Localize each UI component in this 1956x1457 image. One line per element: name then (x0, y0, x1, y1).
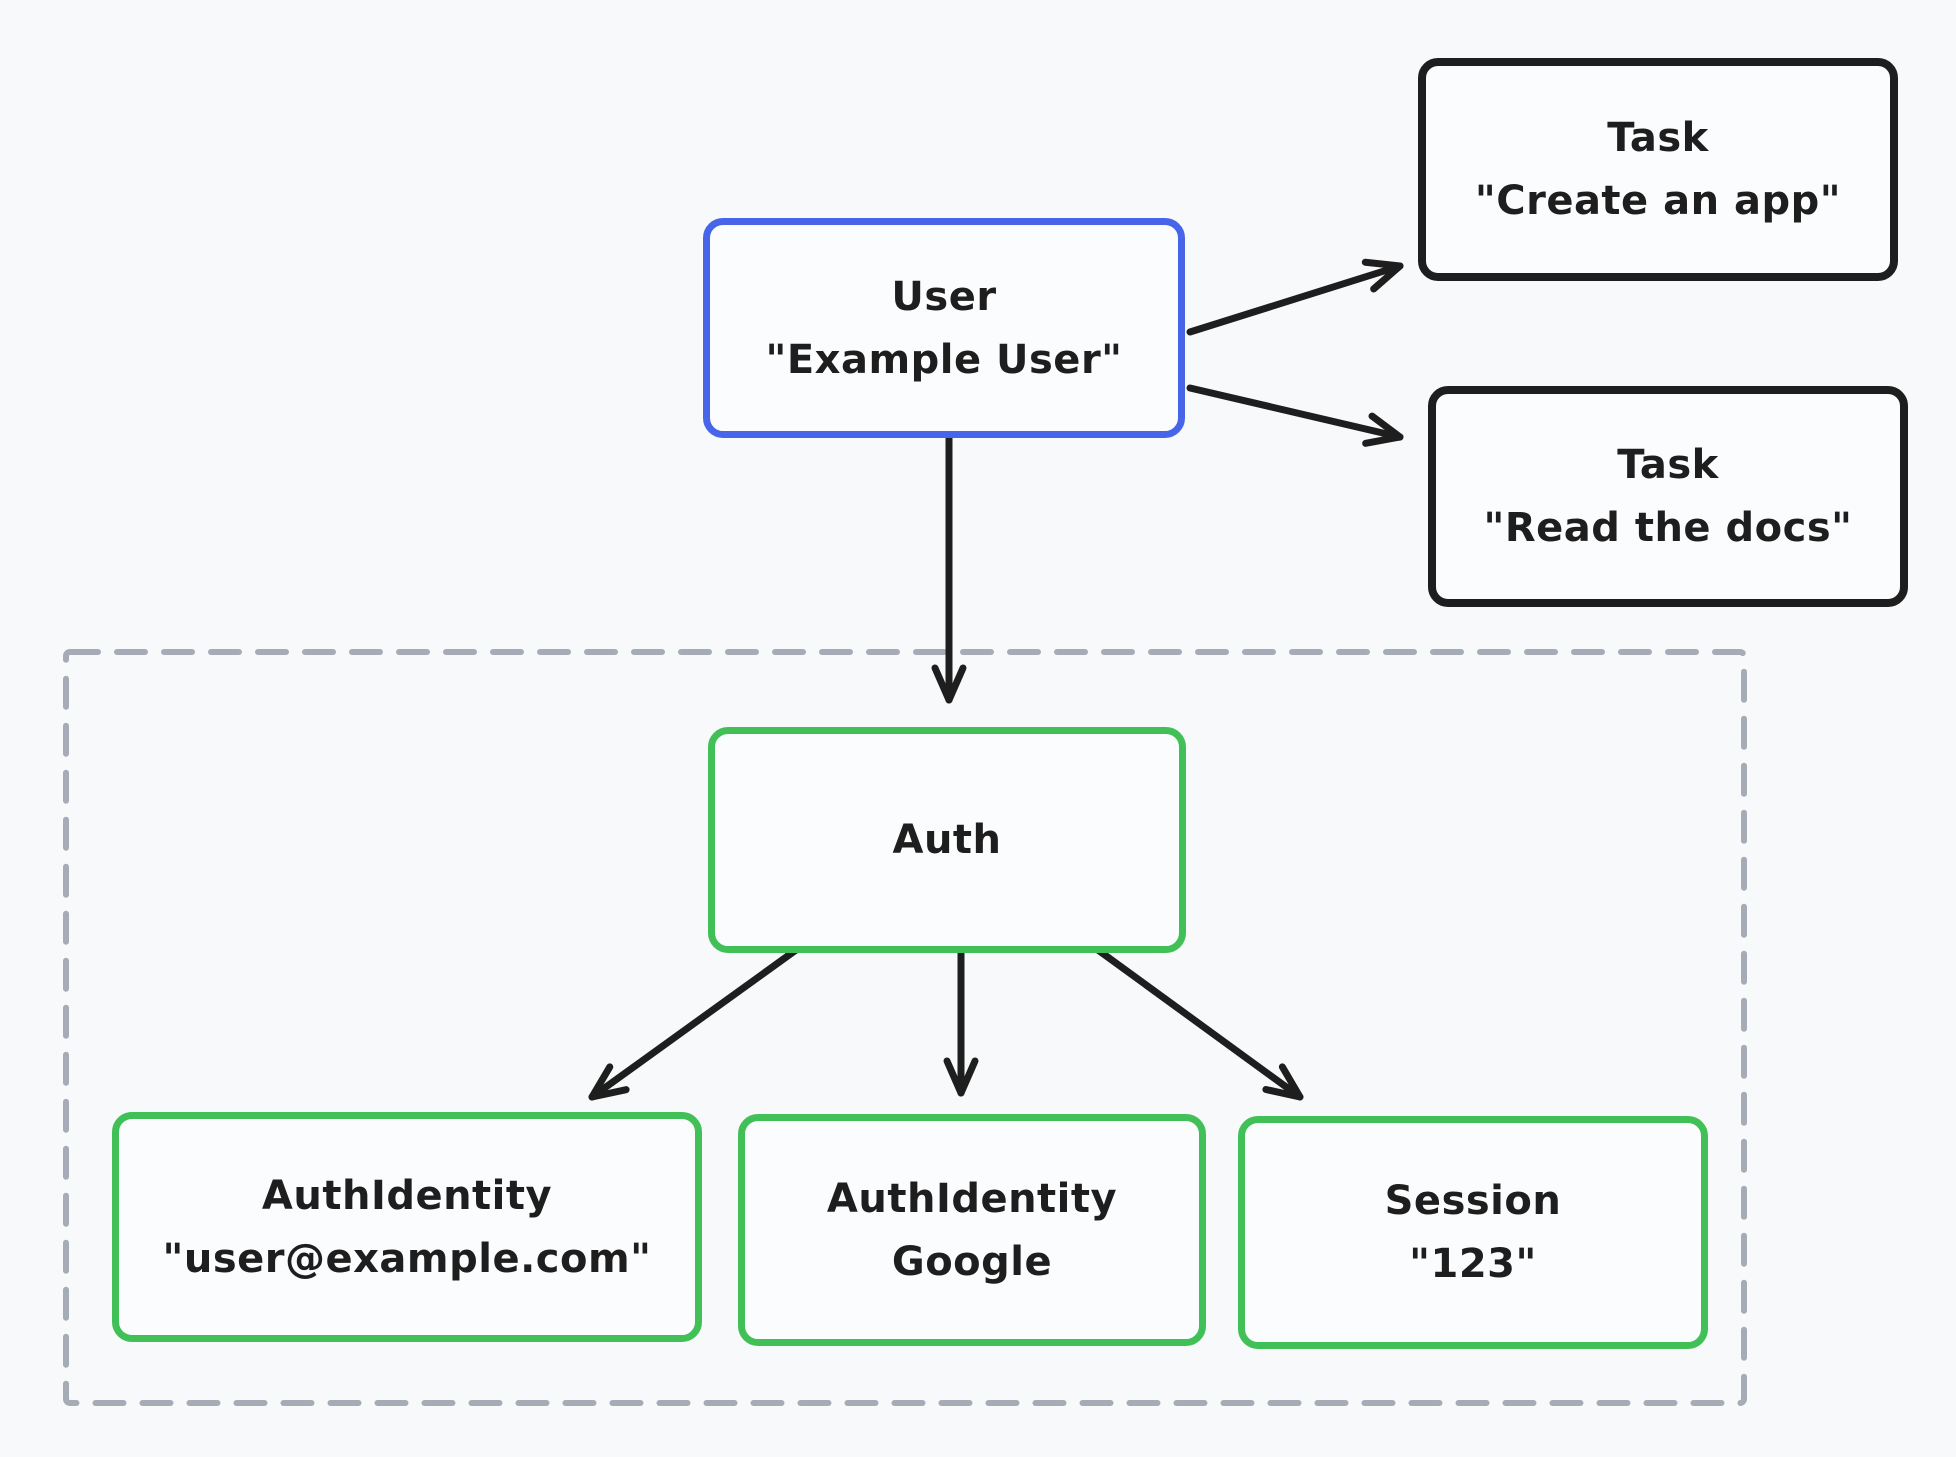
node-task-read[interactable]: Task "Read the docs" (1428, 386, 1908, 607)
edge-auth-to-session-arrow[interactable] (1094, 946, 1304, 1101)
node-auth[interactable]: Auth (708, 727, 1186, 953)
auth-group-dashed-container[interactable] (63, 649, 1747, 1406)
edge-user-to-task-read-arrow[interactable] (1186, 384, 1404, 447)
node-authidentity-google-value: Google (891, 1238, 1053, 1285)
node-session-value: "123" (1409, 1241, 1537, 1287)
node-task-read-value: "Read the docs" (1483, 505, 1853, 551)
node-user-value: "Example User" (765, 336, 1123, 383)
node-task-read-title: Task (1617, 442, 1719, 488)
node-authidentity-google[interactable]: AuthIdentity Google (738, 1114, 1206, 1346)
node-authidentity-email[interactable]: AuthIdentity "user@example.com" (112, 1112, 702, 1342)
node-task-create-value: "Create an app" (1474, 178, 1842, 224)
edge-user-to-task-create-arrow[interactable] (1186, 258, 1404, 336)
node-authidentity-email-title: AuthIdentity (261, 1172, 553, 1219)
node-session-title: Session (1384, 1178, 1562, 1224)
node-auth-title: Auth (892, 817, 1002, 863)
node-task-create[interactable]: Task "Create an app" (1418, 58, 1898, 281)
node-task-create-title: Task (1607, 115, 1709, 161)
node-authidentity-google-title: AuthIdentity (826, 1175, 1118, 1222)
node-authidentity-email-value: "user@example.com" (162, 1235, 652, 1282)
node-user[interactable]: User "Example User" (703, 218, 1185, 438)
edge-auth-to-authidentity-email-arrow[interactable] (588, 946, 800, 1101)
node-user-title: User (891, 273, 997, 320)
node-session[interactable]: Session "123" (1238, 1116, 1708, 1349)
